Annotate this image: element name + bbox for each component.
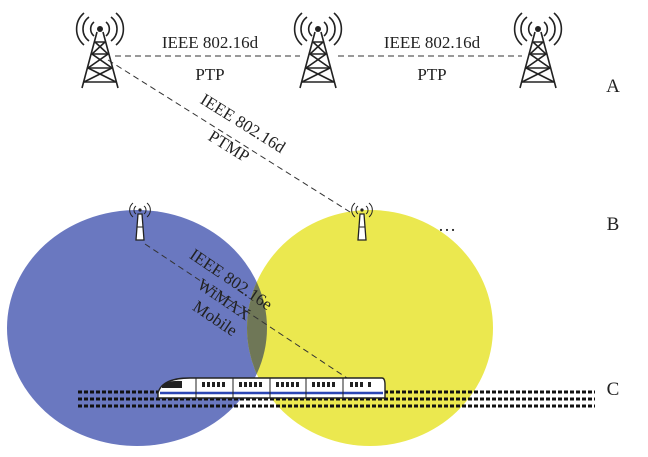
more-stations-ellipsis: … — [438, 215, 456, 235]
ptp-left-protocol-label: IEEE 802.16d — [162, 33, 259, 52]
level-label-a: A — [606, 76, 620, 97]
tower-a-left-icon — [75, 12, 125, 89]
train-icon — [157, 377, 386, 399]
mobile-link — [144, 243, 351, 381]
tower-a-middle-icon — [293, 12, 343, 89]
level-label-c: C — [607, 379, 620, 400]
coverage-cell-right — [247, 210, 493, 446]
level-label-b: B — [607, 214, 620, 235]
ptp-right-protocol-label: IEEE 802.16d — [384, 33, 481, 52]
ptp-right-mode-label: PTP — [417, 65, 446, 84]
tower-a-right-icon — [513, 12, 563, 89]
ptmp-link — [107, 59, 351, 213]
ptp-left-mode-label: PTP — [195, 65, 224, 84]
